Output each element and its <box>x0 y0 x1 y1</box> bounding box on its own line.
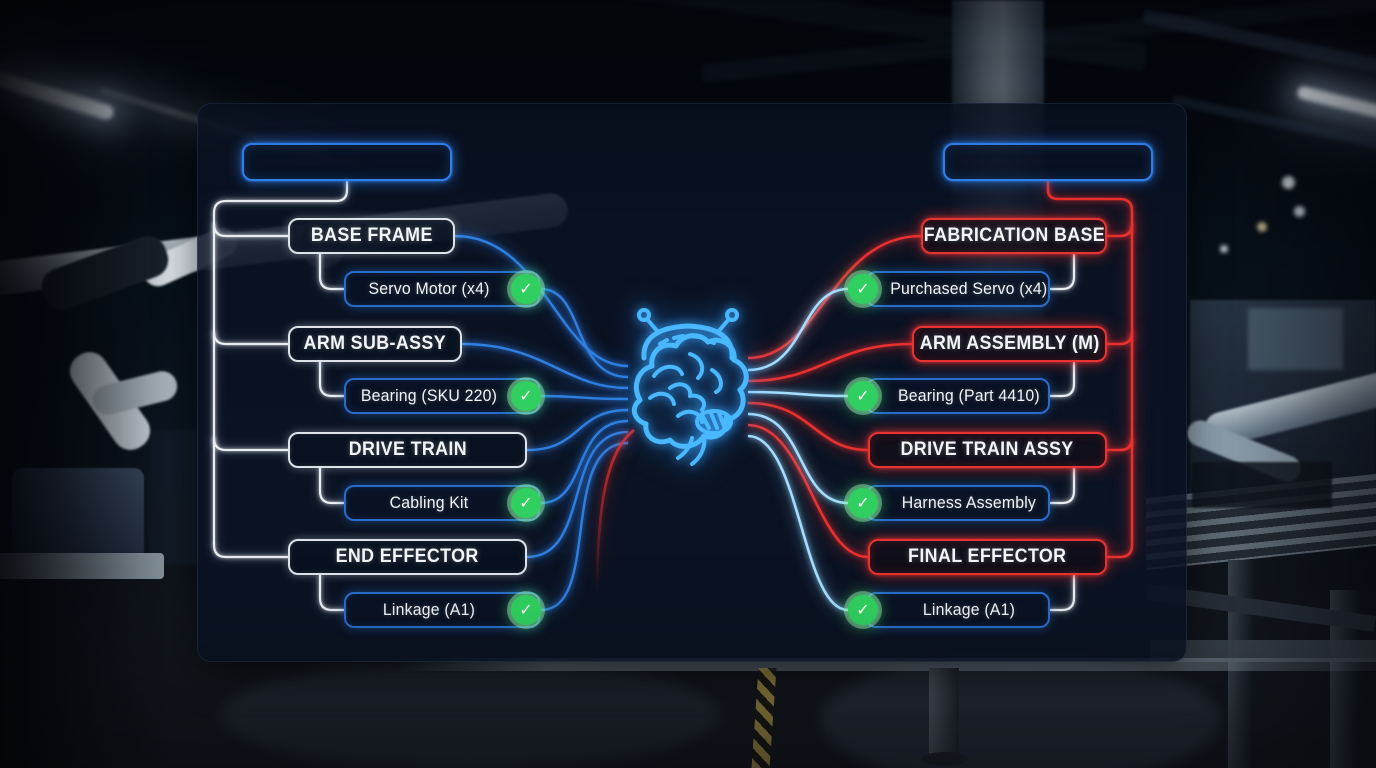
node-label: BASE FRAME <box>310 225 433 246</box>
node-harness-assembly[interactable]: Harness Assembly <box>866 485 1050 521</box>
node-label: END EFFECTOR <box>335 546 480 567</box>
check-glyph: ✓ <box>856 495 870 512</box>
node-label: Servo Motor (x4) <box>368 279 490 298</box>
node-servo-motor[interactable]: Servo Motor (x4) <box>344 271 540 307</box>
check-glyph: ✓ <box>519 388 533 405</box>
check-icon: ✓ <box>511 595 541 625</box>
node-label: FINAL EFFECTOR <box>908 546 1067 567</box>
node-bearing-sku[interactable]: Bearing (SKU 220) <box>344 378 540 414</box>
bokeh-light <box>1282 176 1295 189</box>
cyan-wires-from-brain <box>747 287 849 612</box>
node-linkage-right[interactable]: Linkage (A1) <box>866 592 1050 628</box>
check-glyph: ✓ <box>519 602 533 619</box>
node-purchased-servo[interactable]: Purchased Servo (x4) <box>866 271 1050 307</box>
check-glyph: ✓ <box>856 602 870 619</box>
check-glyph: ✓ <box>519 281 533 298</box>
check-glyph: ✓ <box>856 281 870 298</box>
floor-reflection <box>820 655 1220 768</box>
node-label: Bearing (SKU 220) <box>360 386 498 405</box>
node-end-effector[interactable]: END EFFECTOR <box>288 539 527 575</box>
bokeh-light <box>1257 222 1267 232</box>
check-icon: ✓ <box>511 274 541 304</box>
node-arm-assembly[interactable]: ARM ASSEMBLY (M) <box>912 326 1107 362</box>
node-label: Bearing (Part 4410) <box>898 386 1040 405</box>
tree-connectors-right <box>1048 252 1076 612</box>
node-label: Harness Assembly <box>901 493 1037 512</box>
check-icon: ✓ <box>511 488 541 518</box>
floor-reflection <box>220 660 720 768</box>
ai-brain-icon <box>631 308 749 466</box>
check-glyph: ✓ <box>856 388 870 405</box>
background-machine <box>1248 308 1343 370</box>
check-icon: ✓ <box>511 381 541 411</box>
check-icon: ✓ <box>848 381 878 411</box>
check-icon: ✓ <box>848 488 878 518</box>
red-trunk <box>1046 181 1134 559</box>
leg-foot <box>922 752 968 766</box>
node-fabrication-base[interactable]: FABRICATION BASE <box>921 218 1107 254</box>
node-drive-train-assy[interactable]: DRIVE TRAIN ASSY <box>868 432 1107 468</box>
node-base-frame[interactable]: BASE FRAME <box>288 218 455 254</box>
blue-wires-to-brain <box>454 234 629 612</box>
left-tree-header-box[interactable] <box>242 143 452 181</box>
node-label: ARM ASSEMBLY (M) <box>919 333 1100 354</box>
node-label: FABRICATION BASE <box>923 225 1105 246</box>
node-label: Linkage (A1) <box>382 600 476 619</box>
check-glyph: ✓ <box>519 495 533 512</box>
node-final-effector[interactable]: FINAL EFFECTOR <box>868 539 1107 575</box>
node-label: DRIVE TRAIN <box>348 439 467 460</box>
check-icon: ✓ <box>848 274 878 304</box>
check-icon: ✓ <box>848 595 878 625</box>
table-rail <box>1150 640 1376 662</box>
node-label: Cabling Kit <box>389 493 469 512</box>
conveyor-fixtures <box>1192 462 1332 508</box>
node-cabling-kit[interactable]: Cabling Kit <box>344 485 540 521</box>
right-tree-header-box[interactable] <box>943 143 1153 181</box>
node-label: Purchased Servo (x4) <box>890 279 1048 298</box>
bokeh-light <box>1294 206 1305 217</box>
node-drive-train[interactable]: DRIVE TRAIN <box>288 432 527 468</box>
node-linkage-left[interactable]: Linkage (A1) <box>344 592 540 628</box>
node-bearing-part[interactable]: Bearing (Part 4410) <box>866 378 1050 414</box>
bokeh-light <box>1220 245 1228 253</box>
tree-connectors-left <box>212 179 349 612</box>
node-label: ARM SUB-ASSY <box>303 333 447 354</box>
node-label: DRIVE TRAIN ASSY <box>900 439 1075 460</box>
edge-shadow <box>0 0 170 768</box>
node-arm-sub-assy[interactable]: ARM SUB-ASSY <box>288 326 462 362</box>
node-label: Linkage (A1) <box>922 600 1016 619</box>
red-wires-from-brain <box>595 234 922 591</box>
table-leg <box>929 668 959 760</box>
